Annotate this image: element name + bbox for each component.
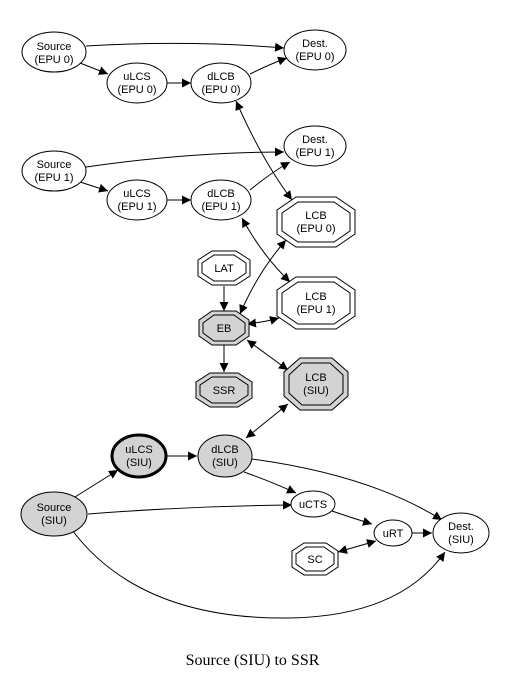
edge-source-epu0-ulcs-epu0	[79, 62, 109, 75]
node-label: uCTS	[299, 499, 327, 511]
node-dlcb-epu1: dLCB (EPU 1)	[190, 179, 252, 221]
node-label: Source	[37, 159, 72, 171]
edge-source-siu-ucts	[87, 500, 293, 515]
node-ucts: uCTS	[290, 490, 336, 518]
node-label: EB	[217, 323, 232, 335]
node-dest-epu1: Dest. (EPU 1)	[283, 125, 347, 167]
edge-source-epu0-dest-epu0	[85, 42, 285, 52]
node-sublabel: (EPU 0)	[201, 84, 240, 96]
node-ulcs-epu0: uLCS (EPU 0)	[106, 62, 168, 104]
node-sublabel: (SIU)	[126, 457, 152, 469]
node-label: SSR	[213, 385, 236, 397]
node-lcb-siu: LCB (SIU)	[283, 357, 349, 411]
node-sc: SC	[291, 542, 339, 576]
node-label: LCB	[305, 372, 326, 384]
edge-dlcb-epu1-dest-epu1	[249, 161, 291, 191]
node-source-epu1: Source (EPU 1)	[21, 150, 87, 192]
node-label: uLCS	[123, 71, 151, 83]
node-label: Dest.	[448, 521, 474, 533]
node-ulcs-siu: uLCS (SIU)	[110, 433, 168, 479]
node-label: dLCB	[211, 444, 239, 456]
node-label: uLCS	[123, 188, 151, 200]
edge-sc-urt	[337, 539, 377, 554]
node-sublabel: (EPU 1)	[296, 304, 335, 316]
node-sublabel: (EPU 1)	[34, 172, 73, 184]
node-lat: LAT	[197, 250, 251, 286]
edge-source-siu-dest-siu	[71, 529, 446, 619]
node-sublabel: (SIU)	[448, 534, 474, 546]
node-sublabel: (EPU 0)	[296, 223, 335, 235]
node-sublabel: (EPU 1)	[295, 147, 334, 159]
node-sublabel: (SIU)	[303, 385, 329, 397]
node-label: SC	[307, 554, 322, 566]
node-dlcb-epu0: dLCB (EPU 0)	[190, 62, 252, 104]
node-label: Source	[37, 502, 72, 514]
node-lcb-epu1: LCB (EPU 1)	[276, 276, 356, 330]
node-sublabel: (SIU)	[212, 457, 238, 469]
node-label: Source	[37, 41, 72, 53]
node-urt: uRT	[373, 519, 413, 547]
node-lcb-epu0: LCB (EPU 0)	[276, 196, 356, 248]
node-ulcs-epu1: uLCS (EPU 1)	[106, 179, 168, 221]
edge-source-epu1-dest-epu1	[85, 147, 285, 168]
node-sublabel: (EPU 0)	[34, 54, 73, 66]
node-sublabel: (EPU 1)	[201, 201, 240, 213]
edge-dlcb-siu-dest-siu	[251, 458, 443, 521]
edge-eb-lcb-epu0	[239, 239, 287, 315]
node-label: Dest.	[302, 38, 328, 50]
node-sublabel: (EPU 0)	[117, 84, 156, 96]
edge-dlcb-siu-lcb-siu	[245, 403, 289, 439]
node-dest-epu0: Dest. (EPU 0)	[283, 29, 347, 71]
node-source-epu0: Source (EPU 0)	[21, 31, 87, 73]
edge-dlcb-siu-ucts	[243, 471, 297, 494]
edge-source-epu1-ulcs-epu1	[79, 181, 109, 193]
node-dlcb-siu: dLCB (SIU)	[197, 434, 253, 478]
dependency-graph: Source (EPU 0) Dest. (EPU 0) uLCS (EPU 0…	[20, 29, 490, 619]
node-dest-siu: Dest. (SIU)	[432, 512, 490, 554]
edge-eb-lcb-epu1	[246, 316, 280, 328]
node-label: uRT	[383, 528, 404, 540]
node-label: uLCS	[125, 444, 153, 456]
edge-eb-lcb-siu	[246, 339, 289, 371]
figure-caption: Source (SIU) to SSR	[185, 652, 320, 669]
edge-dlcb-epu0-lcb-epu0	[235, 100, 293, 201]
node-label: LAT	[214, 263, 234, 275]
edge-ucts-urt	[331, 510, 373, 526]
node-label: Dest.	[302, 134, 328, 146]
node-sublabel: (EPU 0)	[295, 51, 334, 63]
node-eb: EB	[198, 310, 250, 346]
edge-dlcb-epu0-dest-epu0	[249, 56, 288, 75]
node-label: dLCB	[207, 71, 235, 83]
node-label: dLCB	[207, 188, 235, 200]
node-label: LCB	[305, 210, 326, 222]
node-ssr: SSR	[195, 372, 253, 408]
node-sublabel: (SIU)	[41, 515, 67, 527]
node-source-siu: Source (SIU)	[20, 491, 88, 537]
node-label: LCB	[305, 291, 326, 303]
edge-source-siu-ulcs-siu	[74, 469, 119, 498]
node-sublabel: (EPU 1)	[117, 201, 156, 213]
